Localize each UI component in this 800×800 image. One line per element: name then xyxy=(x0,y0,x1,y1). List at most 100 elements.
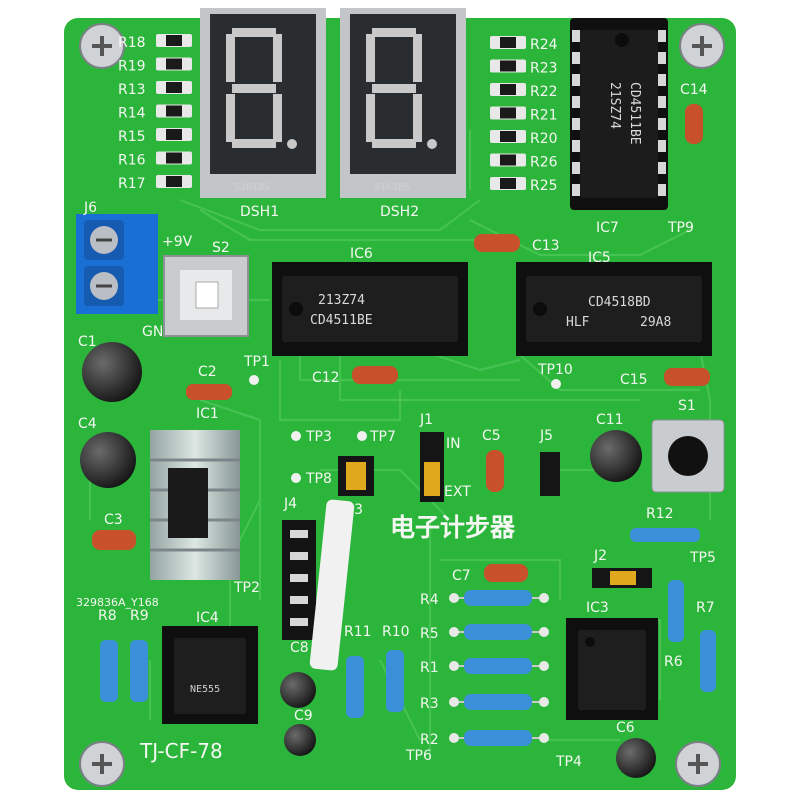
c8-label: C8 xyxy=(290,640,309,656)
left-resistor-label-1: R19 xyxy=(118,59,146,75)
right-resistor-body-6 xyxy=(500,178,516,189)
c12-label: C12 xyxy=(312,370,340,386)
r3-pad-a xyxy=(449,697,459,707)
j2-label: J2 xyxy=(593,548,607,564)
r4-label: R4 xyxy=(420,592,439,608)
ic3-chip xyxy=(566,618,658,720)
c11-label: C11 xyxy=(596,412,624,428)
c3-capacitor xyxy=(92,530,136,550)
ic1-heatsink xyxy=(150,430,240,580)
ic7-line2: CD4511BE xyxy=(627,82,642,145)
c13-capacitor xyxy=(474,234,520,252)
right-resistor-body-5 xyxy=(500,154,516,166)
tp1-label: TP1 xyxy=(243,354,270,370)
plus9v-label: +9V xyxy=(162,234,193,250)
right-resistor-label-6: R25 xyxy=(530,178,558,194)
r11-label: R11 xyxy=(344,624,372,640)
mounting-screws xyxy=(79,23,725,787)
j1-jumper xyxy=(420,432,444,502)
ic5-label: IC5 xyxy=(588,250,611,266)
tp6-label: TP6 xyxy=(405,748,432,764)
s2-label: S2 xyxy=(212,240,230,256)
r12-label: R12 xyxy=(646,506,674,522)
ic5-line1: CD4518BD xyxy=(588,295,651,310)
display-label-1: DSH2 xyxy=(380,204,419,220)
r3-pad-b xyxy=(539,697,549,707)
tp7-label: TP7 xyxy=(369,429,396,445)
r5-pad-b xyxy=(539,627,549,637)
c4-capacitor xyxy=(80,432,136,488)
c7-label: C7 xyxy=(452,568,471,584)
c9-label: C9 xyxy=(294,708,313,724)
left-resistor-body-4 xyxy=(166,129,182,140)
r1-resistor xyxy=(464,658,532,674)
display-segment-0-0 xyxy=(232,28,276,37)
c13-label: C13 xyxy=(532,238,560,254)
left-resistor-label-0: R18 xyxy=(118,35,146,51)
r4-pad-a xyxy=(449,593,459,603)
r4-pad-b xyxy=(539,593,549,603)
ic3-label: IC3 xyxy=(586,600,609,616)
r8-label: R8 xyxy=(98,608,117,624)
j4-header xyxy=(282,499,355,671)
left-resistor-label-2: R13 xyxy=(118,82,146,98)
r2-resistor xyxy=(464,730,532,746)
c9-capacitor xyxy=(284,724,316,756)
left-resistor-body-0 xyxy=(166,35,182,46)
display-face-1 xyxy=(350,14,456,174)
display-segment-1-6 xyxy=(372,84,416,93)
ic6-line2: CD4511BE xyxy=(310,313,373,328)
display-code-1: 5161BS xyxy=(374,182,410,193)
tp3-pad xyxy=(291,431,301,441)
r1-pad-b xyxy=(539,661,549,671)
display-segment-1-2 xyxy=(413,94,422,142)
right-resistor-label-3: R21 xyxy=(530,108,558,124)
r3-label: R3 xyxy=(420,696,439,712)
ic7-chip: 21SZ74 CD4511BE xyxy=(570,18,668,210)
c5-capacitor xyxy=(486,450,504,492)
r6-label: R6 xyxy=(664,654,683,670)
r7-resistor xyxy=(700,630,716,692)
ic1-label: IC1 xyxy=(196,406,219,422)
tp5-label: TP5 xyxy=(689,550,716,566)
ext-label: EXT xyxy=(444,484,471,500)
right-resistor-body-2 xyxy=(500,84,516,95)
r9-label: R9 xyxy=(130,608,149,624)
r11-resistor xyxy=(346,656,364,718)
c8-capacitor xyxy=(280,672,316,708)
s1-button xyxy=(651,419,725,493)
left-resistor-label-4: R15 xyxy=(118,129,146,145)
display-segment-1-5 xyxy=(366,34,375,82)
tp3-label: TP3 xyxy=(305,429,332,445)
tp4-label: TP4 xyxy=(555,754,582,770)
tp8-label: TP8 xyxy=(305,471,332,487)
display-dot-0 xyxy=(287,139,297,149)
right-resistor-label-5: R26 xyxy=(530,155,558,171)
in-label: IN xyxy=(446,436,461,452)
left-resistor-label-6: R17 xyxy=(118,176,146,192)
ic7-line1: 21SZ74 xyxy=(607,82,622,129)
board-title: 电子计步器 xyxy=(390,513,516,542)
c6-label: C6 xyxy=(616,720,635,736)
right-resistor-body-0 xyxy=(500,37,516,48)
j5-header xyxy=(540,452,560,496)
r6-resistor xyxy=(668,580,684,642)
display-segment-0-3 xyxy=(232,139,276,148)
display-segment-0-1 xyxy=(273,34,282,82)
r2-label: R2 xyxy=(420,732,439,748)
tp9-label: TP9 xyxy=(667,220,694,236)
tp8-pad xyxy=(291,473,301,483)
c3-label: C3 xyxy=(104,512,123,528)
display-face-0 xyxy=(210,14,316,174)
tp10-pad xyxy=(551,379,561,389)
r1-pad-a xyxy=(449,661,459,671)
display-code-0: 5161BS xyxy=(234,182,270,193)
c12-capacitor xyxy=(352,366,398,384)
display-segment-1-3 xyxy=(372,139,416,148)
r2-pad-a xyxy=(449,733,459,743)
